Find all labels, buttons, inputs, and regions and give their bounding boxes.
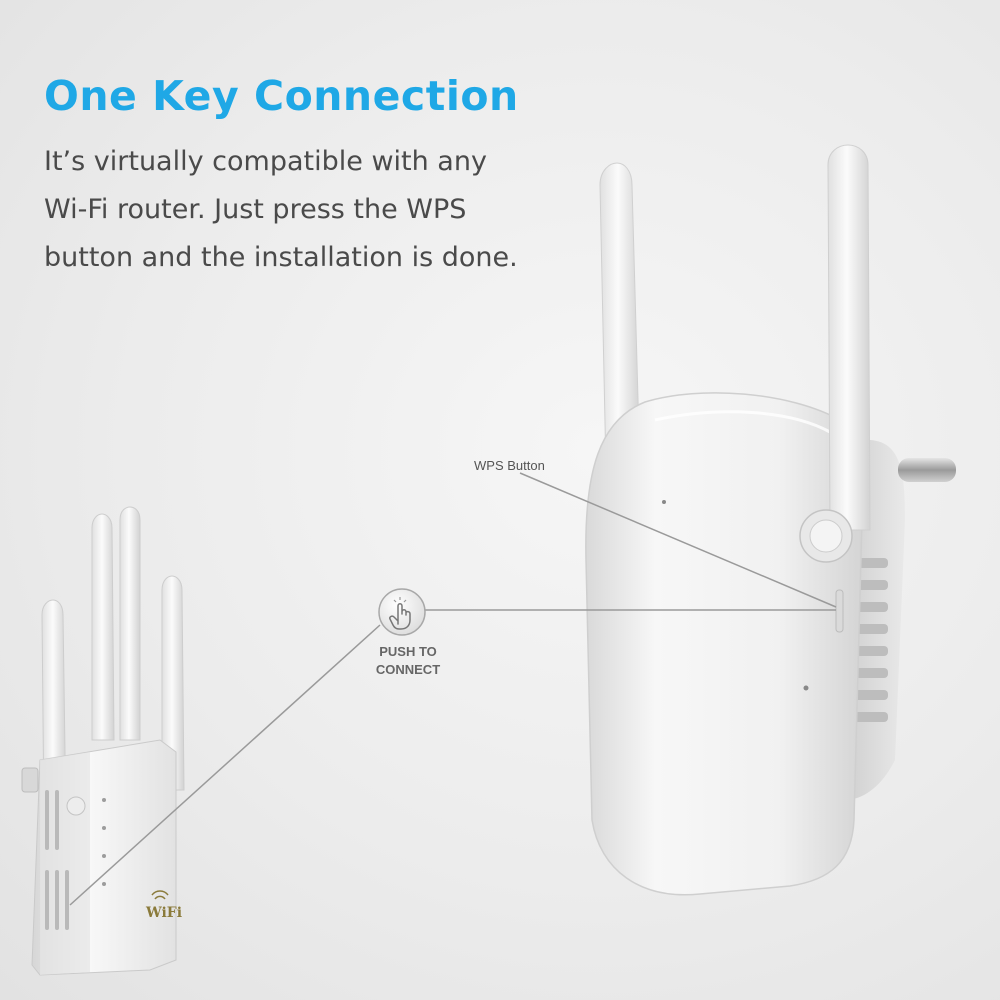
plug-pin [898, 458, 956, 482]
push-to-connect-label: PUSH TO CONNECT [360, 643, 456, 679]
status-led [662, 500, 666, 504]
headline: One Key Connection [44, 72, 519, 120]
extender-body [585, 392, 864, 896]
push-to-connect-line-2: CONNECT [375, 662, 441, 677]
push-to-connect-line-1: PUSH TO [379, 644, 437, 659]
large-extender [585, 144, 956, 896]
small-antenna-1 [91, 513, 115, 741]
description-line-2: Wi-Fi router. Just press the WPS [44, 194, 467, 225]
antenna-left [599, 162, 641, 471]
small-antenna-2 [119, 506, 141, 741]
wifi-logo: WiFi [146, 905, 183, 921]
wps-button-label: WPS Button [474, 458, 545, 473]
small-antenna-3 [161, 575, 185, 791]
small-extender [21, 506, 185, 976]
callout-lines [69, 472, 837, 906]
description-line-1: It’s virtually compatible with any [44, 146, 487, 177]
description-line-3: button and the installation is done. [44, 242, 518, 273]
push-finger-icon [378, 588, 426, 636]
wps-button [835, 589, 844, 633]
antenna-right [799, 144, 871, 563]
description: It’s virtually compatible with any Wi-Fi… [44, 138, 604, 282]
status-led-lower [803, 685, 809, 691]
